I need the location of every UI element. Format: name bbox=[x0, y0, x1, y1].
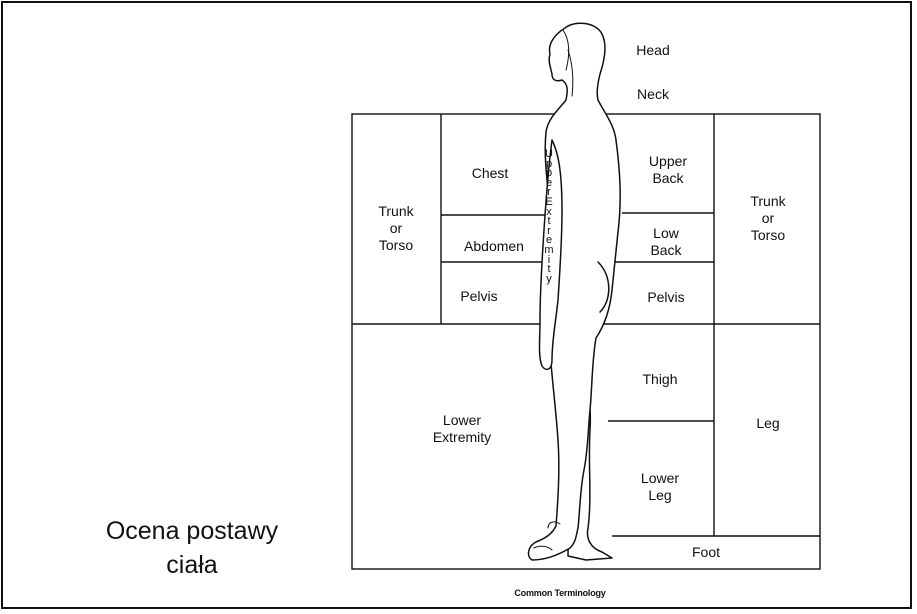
label-trunk-left: Trunk or Torso bbox=[355, 203, 437, 254]
label-upper-back: Upper Back bbox=[628, 153, 708, 187]
label-lower-extremity: Lower Extremity bbox=[402, 412, 522, 446]
diagram-caption: Common Terminology bbox=[440, 588, 680, 598]
slide-title: Ocena postawy ciała bbox=[62, 514, 322, 582]
label-abdomen: Abdomen bbox=[447, 238, 541, 255]
label-foot: Foot bbox=[666, 544, 746, 561]
label-low-back: Low Back bbox=[626, 225, 706, 259]
label-thigh: Thigh bbox=[620, 371, 700, 388]
human-figure bbox=[529, 23, 621, 560]
label-upper-extremity: U p p e r E x t r e m i t y bbox=[544, 150, 554, 284]
label-chest: Chest bbox=[455, 165, 525, 182]
label-trunk-right: Trunk or Torso bbox=[728, 193, 808, 244]
label-pelvis-back: Pelvis bbox=[626, 289, 706, 306]
label-head: Head bbox=[628, 42, 678, 59]
label-leg: Leg bbox=[728, 415, 808, 432]
label-neck: Neck bbox=[628, 86, 678, 103]
label-pelvis-front: Pelvis bbox=[447, 288, 511, 305]
label-lower-leg: Lower Leg bbox=[620, 470, 700, 504]
